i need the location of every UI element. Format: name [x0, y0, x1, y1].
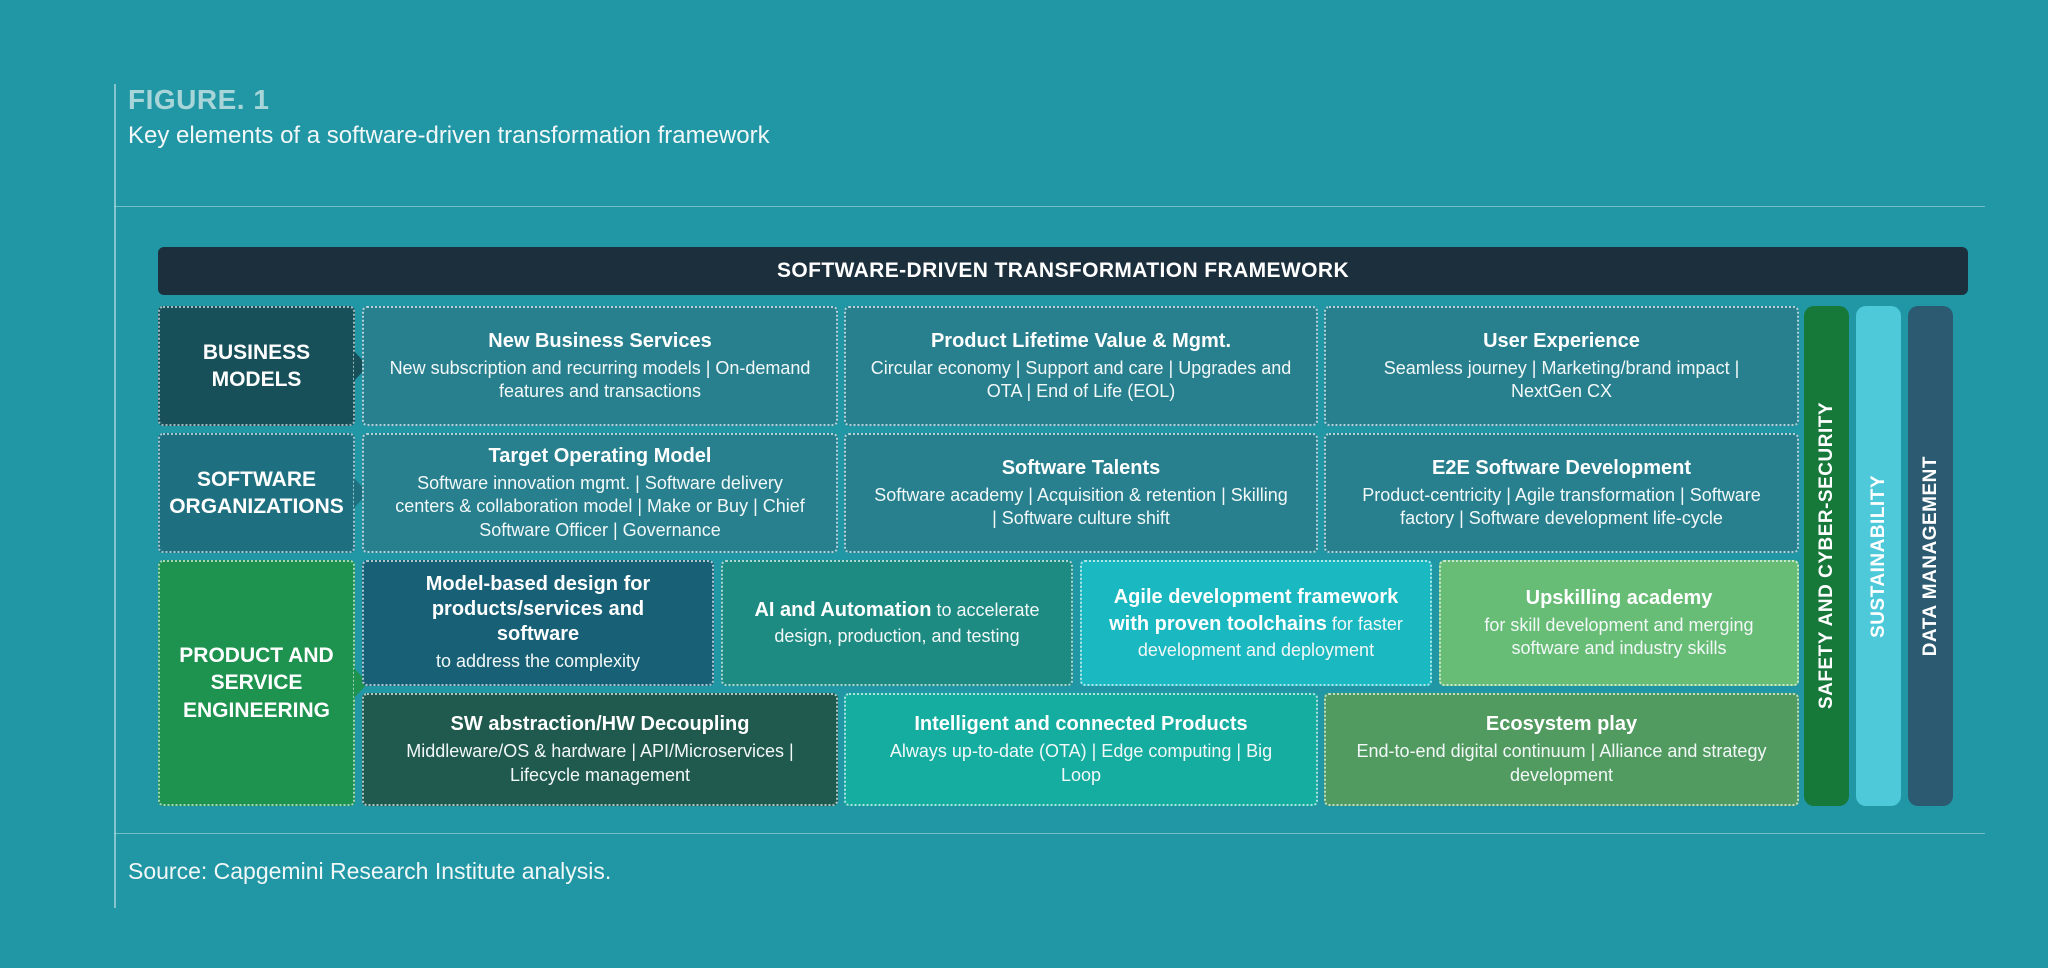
figure-left-rule: [114, 84, 116, 908]
box-body: Product-centricity | Agile transformatio…: [1362, 484, 1761, 528]
box-body: New subscription and recurring models | …: [389, 357, 811, 401]
framework-title-bar: SOFTWARE-DRIVEN TRANSFORMATION FRAMEWORK: [158, 247, 1968, 295]
pillar-safety-and-cyber-security: SAFETY AND CYBER-SECURITY: [1804, 306, 1849, 806]
box-title: AI and Automation: [754, 599, 932, 622]
box-sw-abstraction-hw-decoupling: SW abstraction/HW Decoupling Middleware/…: [362, 693, 838, 806]
box-title: E2E Software Development: [1432, 456, 1691, 479]
row-label-text: PRODUCT AND SERVICE ENGINEERING: [179, 644, 334, 722]
box-body: to accelerate design, production, and te…: [774, 600, 1040, 647]
box-body: End-to-end digital continuum | Alliance …: [1356, 741, 1767, 785]
box-e2e-software-development: E2E Software Development Product-centric…: [1324, 433, 1799, 553]
pillar-data-management: DATA MANAGEMENT: [1908, 306, 1953, 806]
box-body: for faster development and deployment: [1137, 613, 1403, 660]
box-body: Seamless journey | Marketing/brand impac…: [1383, 357, 1740, 401]
source-text: Source: Capgemini Research Institute ana…: [128, 858, 612, 884]
box-user-experience: User Experience Seamless journey | Marke…: [1324, 306, 1799, 426]
row-label-product-service-engineering: PRODUCT AND SERVICE ENGINEERING: [158, 560, 355, 806]
box-upskilling-academy: Upskilling academy for skill development…: [1439, 560, 1799, 686]
divider-bottom: [115, 833, 1985, 834]
box-title: Upskilling academy: [1525, 586, 1713, 609]
box-title: SW abstraction/HW Decoupling: [450, 713, 750, 736]
box-product-lifetime-value: Product Lifetime Value & Mgmt. Circular …: [844, 306, 1318, 426]
box-intelligent-connected-products: Intelligent and connected Products Alway…: [844, 693, 1318, 806]
divider-top: [115, 206, 1985, 207]
box-body: Always up-to-date (OTA) | Edge computing…: [889, 741, 1273, 785]
box-title: New Business Services: [488, 329, 712, 352]
box-model-based-design: Model-based design for products/services…: [362, 560, 714, 686]
pillar-label: DATA MANAGEMENT: [1919, 455, 1941, 657]
figure-caption: Key elements of a software-driven transf…: [128, 122, 770, 149]
row-label-software-organizations: SOFTWARE ORGANIZATIONS: [158, 433, 355, 553]
box-title: User Experience: [1483, 329, 1640, 352]
box-title: Ecosystem play: [1485, 713, 1638, 736]
box-agile-development-framework: Agile development framework with proven …: [1080, 560, 1432, 686]
figure-label: FIGURE. 1: [128, 84, 270, 115]
box-new-business-services: New Business Services New subscription a…: [362, 306, 838, 426]
box-text: Agile development framework with proven …: [1106, 584, 1406, 662]
pillar-label: SUSTAINABILITY: [1867, 474, 1889, 638]
framework-title: SOFTWARE-DRIVEN TRANSFORMATION FRAMEWORK: [776, 259, 1350, 282]
box-text: AI and Automation to accelerate design, …: [747, 597, 1047, 648]
pillar-label: SAFETY AND CYBER-SECURITY: [1815, 402, 1837, 710]
box-software-talents: Software Talents Software academy | Acqu…: [844, 433, 1318, 553]
box-title: Software Talents: [1001, 456, 1161, 479]
pillar-sustainability: SUSTAINABILITY: [1856, 306, 1901, 806]
box-title: Model-based design for products/services…: [425, 573, 651, 646]
box-title: Target Operating Model: [488, 444, 712, 467]
box-ecosystem-play: Ecosystem play End-to-end digital contin…: [1324, 693, 1799, 806]
box-body: Circular economy | Support and care | Up…: [870, 357, 1292, 401]
box-title: Agile development framework with proven …: [1109, 585, 1399, 635]
box-body: Software academy | Acquisition & retenti…: [874, 484, 1288, 528]
box-body: Software innovation mgmt. | Software del…: [395, 472, 805, 540]
row-label-business-models: BUSINESS MODELS: [158, 306, 355, 426]
box-title: Intelligent and connected Products: [914, 713, 1248, 736]
box-body: Middleware/OS & hardware | API/Microserv…: [406, 741, 794, 785]
box-body: for skill development and merging softwa…: [1484, 614, 1754, 658]
box-target-operating-model: Target Operating Model Software innovati…: [362, 433, 838, 553]
box-ai-and-automation: AI and Automation to accelerate design, …: [721, 560, 1073, 686]
row-label-text: SOFTWARE ORGANIZATIONS: [169, 467, 344, 518]
box-body: to address the complexity: [435, 651, 641, 672]
box-title: Product Lifetime Value & Mgmt.: [930, 329, 1232, 352]
row-label-text: BUSINESS MODELS: [202, 340, 311, 391]
